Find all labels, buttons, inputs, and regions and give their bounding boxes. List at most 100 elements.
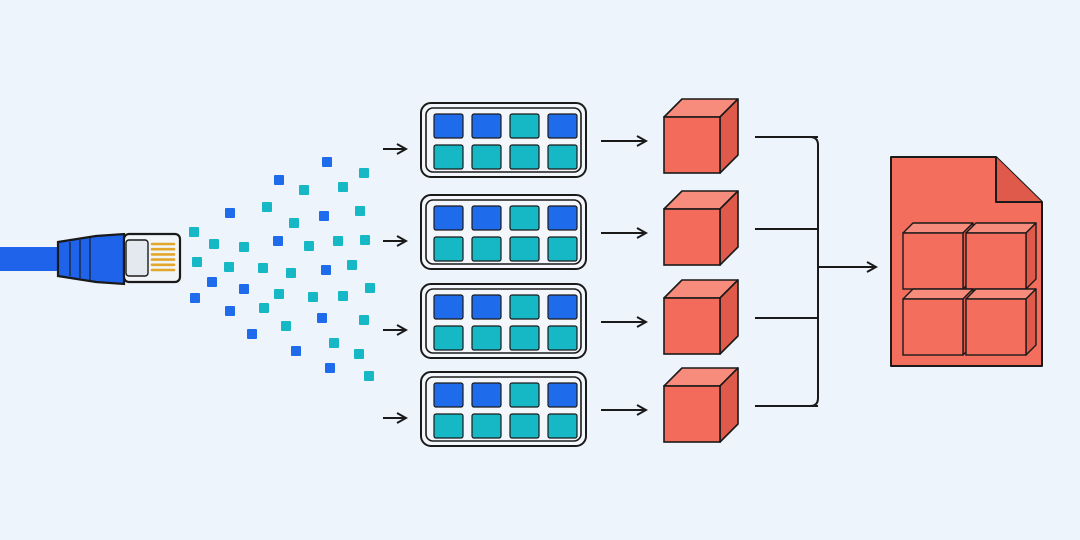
packet-buffers (420, 102, 587, 447)
data-packet-icon (224, 262, 234, 272)
buffer-cell (509, 236, 540, 262)
data-packet-icon (192, 257, 202, 267)
buffer-inner-frame (425, 199, 582, 265)
buffer-cell (509, 294, 540, 320)
cube-front-face (663, 385, 721, 443)
rj45-latch (125, 239, 149, 277)
buffer-cell (471, 413, 502, 439)
cube-icon (663, 98, 739, 174)
buffer-cell (547, 144, 578, 170)
data-packet-icon (286, 268, 296, 278)
data-packet-icon (207, 277, 217, 287)
data-packet-icon (359, 168, 369, 178)
document-block (965, 288, 1037, 356)
buffer-cell (471, 294, 502, 320)
data-packet-icon (322, 157, 332, 167)
document-block-top (965, 288, 1037, 300)
data-packet-icon (299, 185, 309, 195)
buffer-cell (509, 413, 540, 439)
buffer-cell (471, 113, 502, 139)
data-packet-icon (225, 306, 235, 316)
buffer-cell (509, 113, 540, 139)
buffer-cell (509, 382, 540, 408)
cube-icon (663, 279, 739, 355)
buffer-cell (509, 144, 540, 170)
data-packets (189, 157, 375, 381)
buffer-cell (433, 294, 464, 320)
packet-buffer-icon (420, 283, 587, 359)
data-packet-icon (317, 313, 327, 323)
data-packet-icon (247, 329, 257, 339)
data-packet-icon (329, 338, 339, 348)
document-block-front (965, 298, 1027, 356)
data-packet-icon (359, 315, 369, 325)
data-packet-icon (262, 202, 272, 212)
assembled-document-icon (890, 156, 1043, 367)
data-packet-icon (209, 239, 219, 249)
document-block (965, 222, 1037, 290)
buffer-cell (471, 236, 502, 262)
data-packet-icon (281, 321, 291, 331)
packet-buffer-icon (420, 102, 587, 178)
data-packet-icon (319, 211, 329, 221)
document-block-side (1025, 222, 1037, 290)
data-packet-icon (273, 236, 283, 246)
cube-front-face (663, 208, 721, 266)
data-packet-icon (289, 218, 299, 228)
data-packet-icon (333, 236, 343, 246)
cube-front-face (663, 297, 721, 355)
data-packet-icon (239, 284, 249, 294)
data-packet-icon (354, 349, 364, 359)
data-packet-icon (365, 283, 375, 293)
data-packet-icon (364, 371, 374, 381)
buffer-inner-frame (425, 107, 582, 173)
buffer-cell (547, 113, 578, 139)
cable-wire (0, 247, 64, 271)
buffer-cell (547, 382, 578, 408)
buffer-cell (471, 205, 502, 231)
data-packet-icon (258, 263, 268, 273)
buffer-cell (433, 205, 464, 231)
data-packet-icon (190, 293, 200, 303)
data-packet-icon (347, 260, 357, 270)
data-packet-icon (325, 363, 335, 373)
cube-icon (663, 367, 739, 443)
document-block (902, 222, 974, 290)
packet-buffer-icon (420, 194, 587, 270)
data-packet-icon (355, 206, 365, 216)
document-block-front (902, 298, 964, 356)
document-block-top (902, 288, 974, 300)
document-block-side (1025, 288, 1037, 356)
buffer-cell (471, 144, 502, 170)
buffer-inner-frame (425, 288, 582, 354)
data-packet-icon (274, 175, 284, 185)
data-packet-icon (291, 346, 301, 356)
data-packet-icon (338, 182, 348, 192)
cubes (663, 98, 739, 443)
buffer-to-cube-arrows (601, 141, 646, 410)
cube-front-face (663, 116, 721, 174)
document-block-front (965, 232, 1027, 290)
buffer-cell (471, 382, 502, 408)
buffer-cell (509, 325, 540, 351)
buffer-inner-frame (425, 376, 582, 442)
buffer-cell (433, 113, 464, 139)
data-packet-icon (274, 289, 284, 299)
buffer-cell (509, 205, 540, 231)
document-block-top (902, 222, 974, 234)
buffer-cell (547, 325, 578, 351)
data-packet-icon (239, 242, 249, 252)
connector-pins (150, 242, 176, 272)
buffer-cell (547, 413, 578, 439)
merge-trunk (809, 136, 819, 407)
buffer-cell (433, 144, 464, 170)
buffer-cell (547, 236, 578, 262)
data-packet-icon (338, 291, 348, 301)
cable-boot (56, 232, 126, 286)
data-packet-icon (321, 265, 331, 275)
document-folded-corner (995, 157, 1042, 203)
ethernet-cable-icon (0, 232, 182, 286)
document-block (902, 288, 974, 356)
